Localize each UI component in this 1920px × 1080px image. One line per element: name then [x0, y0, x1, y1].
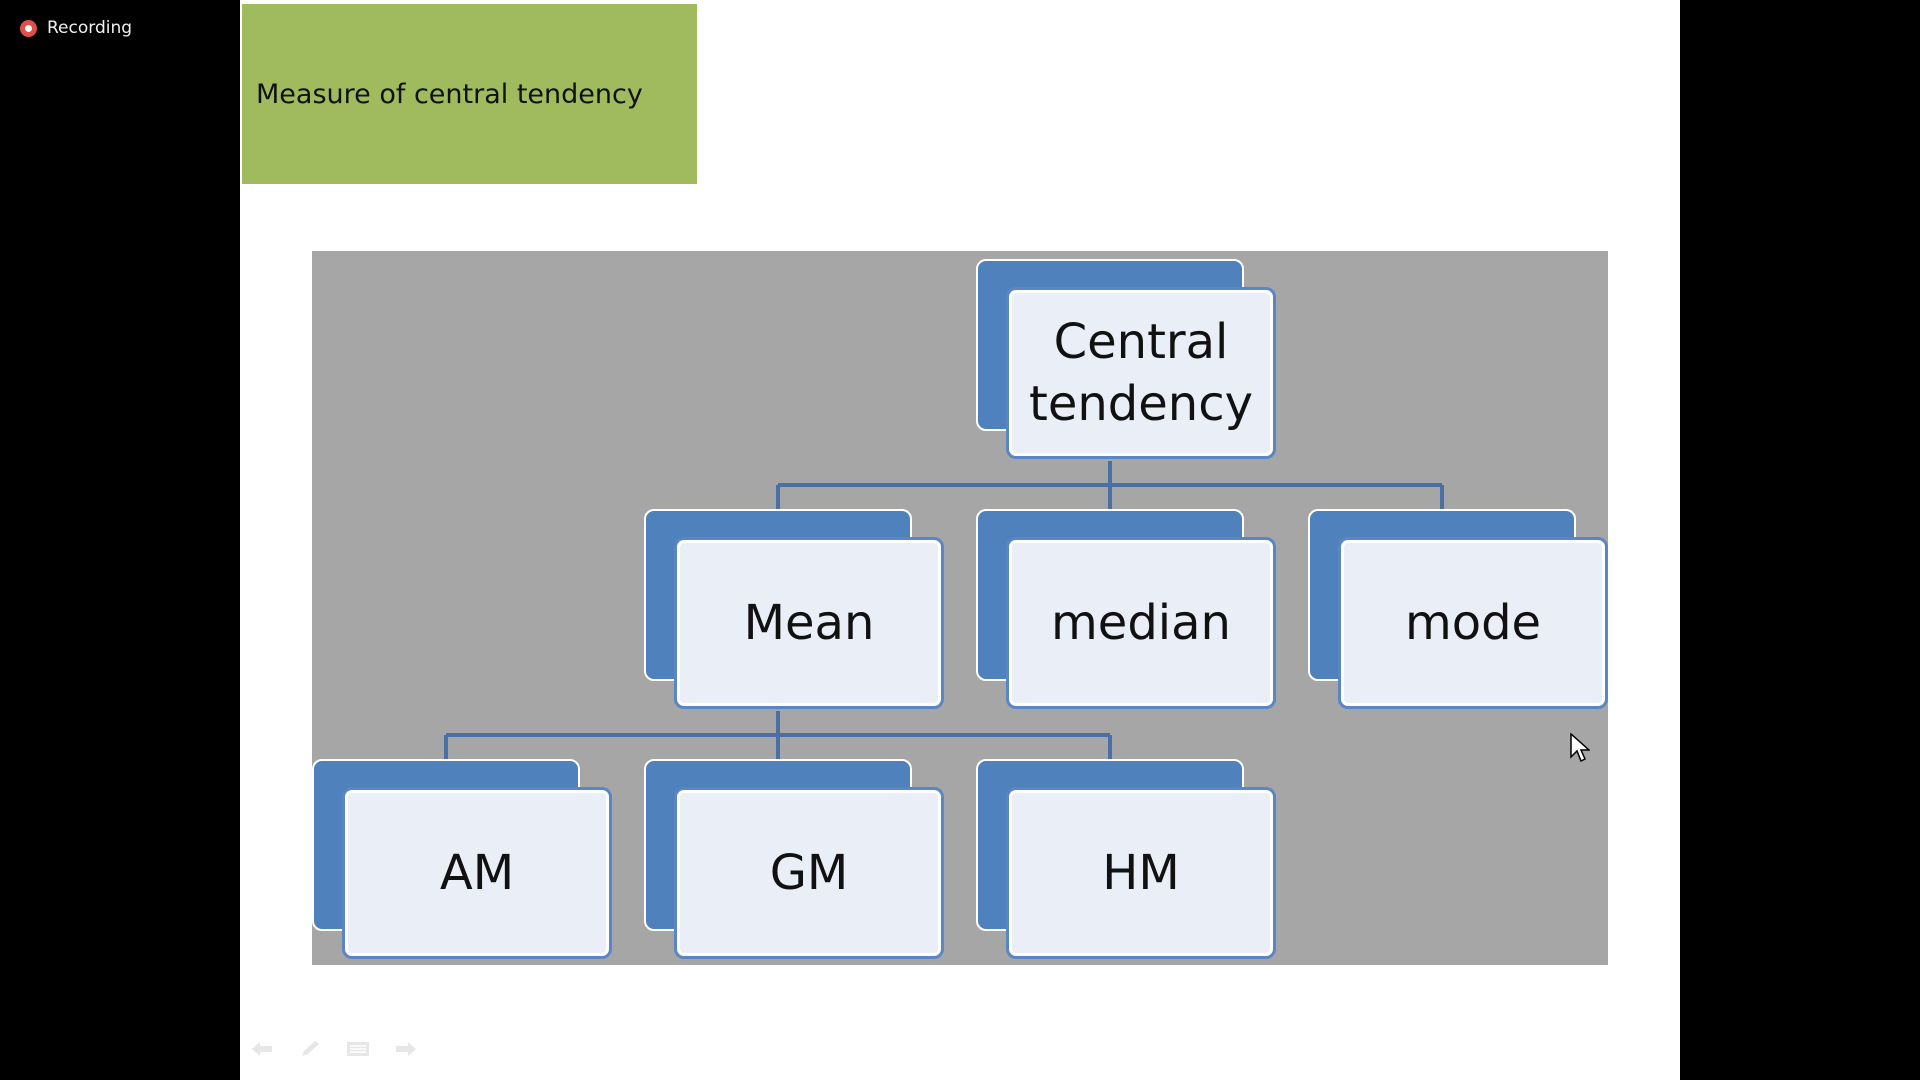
slide-title: Measure of central tendency: [256, 78, 643, 110]
node-label: AM: [342, 787, 612, 959]
node-label: median: [1006, 537, 1276, 709]
next-arrow-icon[interactable]: [394, 1040, 418, 1058]
node-label: Mean: [674, 537, 944, 709]
node-hm: HM: [976, 759, 1276, 959]
slideshow-controls: [250, 1040, 418, 1058]
recording-indicator: Recording: [20, 18, 132, 38]
node-label: HM: [1006, 787, 1276, 959]
node-label: mode: [1338, 537, 1608, 709]
recording-label: Recording: [47, 18, 133, 38]
recording-dot-icon: [20, 19, 37, 37]
node-am: AM: [312, 759, 612, 959]
slide-title-box: Measure of central tendency: [242, 4, 697, 184]
menu-icon[interactable]: [346, 1040, 370, 1058]
hierarchy-diagram: Central tendency Mean median mode AM GM …: [312, 251, 1608, 965]
node-mode: mode: [1308, 509, 1608, 709]
presentation-slide: Measure of central tendency Central tend…: [240, 0, 1680, 1080]
node-gm: GM: [644, 759, 944, 959]
node-mean: Mean: [644, 509, 944, 709]
node-label: Central tendency: [1006, 287, 1276, 459]
pen-icon[interactable]: [298, 1040, 322, 1058]
node-median: median: [976, 509, 1276, 709]
node-label: GM: [674, 787, 944, 959]
diagram-connectors: [444, 461, 1444, 759]
node-central-tendency: Central tendency: [976, 259, 1276, 459]
previous-arrow-icon[interactable]: [250, 1040, 274, 1058]
mouse-pointer-icon: [1570, 733, 1590, 763]
